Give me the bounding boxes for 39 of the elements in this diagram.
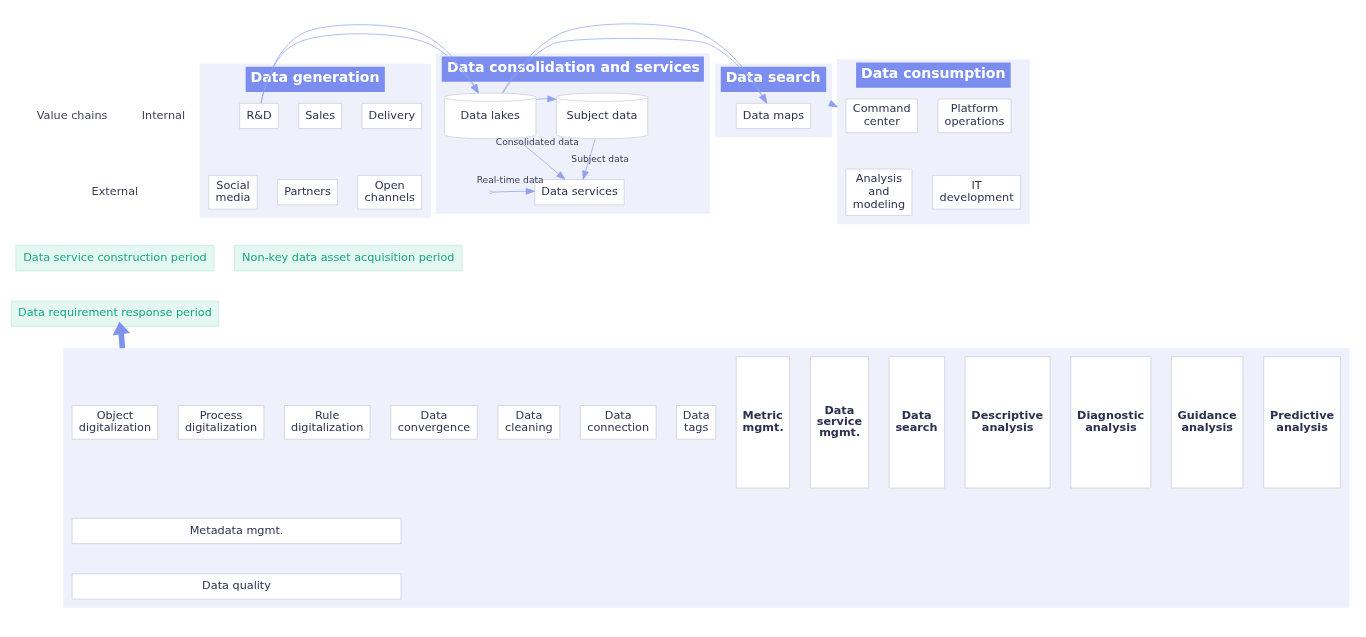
node-box: Process digitalization	[177, 405, 265, 440]
arrow	[492, 188, 535, 195]
node-box: Data quality	[71, 573, 402, 600]
node-box: Analysis and modeling	[845, 168, 913, 216]
node-box: Guidance analysis	[1170, 356, 1244, 489]
arrow	[516, 138, 566, 180]
node-box: Data service mgmt.	[810, 356, 870, 489]
label: External	[91, 184, 139, 198]
label: Internal	[141, 108, 186, 122]
node-box: Social media	[208, 175, 258, 210]
arrow	[582, 138, 596, 180]
node-box: Metric mgmt.	[735, 356, 790, 489]
node-box: Command center	[845, 98, 918, 134]
edge-label: Subject data	[571, 153, 629, 164]
node-box: Data convergence	[390, 405, 478, 440]
node-box: Rule digitalization	[283, 405, 371, 440]
node-box: Open channels	[357, 175, 423, 210]
node-box: Descriptive analysis	[964, 356, 1051, 489]
node-box: Metadata mgmt.	[71, 517, 402, 544]
node-box: Data requirement response period	[10, 300, 219, 327]
node-box: R&D	[239, 102, 279, 129]
node-box: Data connection	[579, 405, 657, 440]
node-box: Non-key data asset acquisition period	[234, 245, 463, 272]
node-box: Predictive analysis	[1263, 356, 1341, 489]
arrow	[535, 95, 557, 103]
node-box: Diagnostic analysis	[1070, 356, 1152, 489]
node-box: Data cleaning	[497, 405, 561, 440]
node-box: Data service construction period	[15, 245, 215, 272]
node-box: Data maps	[735, 102, 812, 129]
label: Value chains	[36, 108, 108, 122]
node-box: IT development	[932, 175, 1021, 210]
node-box: Sales	[298, 102, 342, 129]
cluster	[63, 347, 1350, 608]
node-box: Platform operations	[937, 98, 1012, 134]
node-box: Object digitalization	[71, 405, 159, 440]
node-box: Delivery	[361, 102, 423, 129]
node-box: Data search	[888, 356, 945, 489]
node-box: Data tags	[676, 405, 717, 440]
node-box: Partners	[277, 179, 338, 206]
